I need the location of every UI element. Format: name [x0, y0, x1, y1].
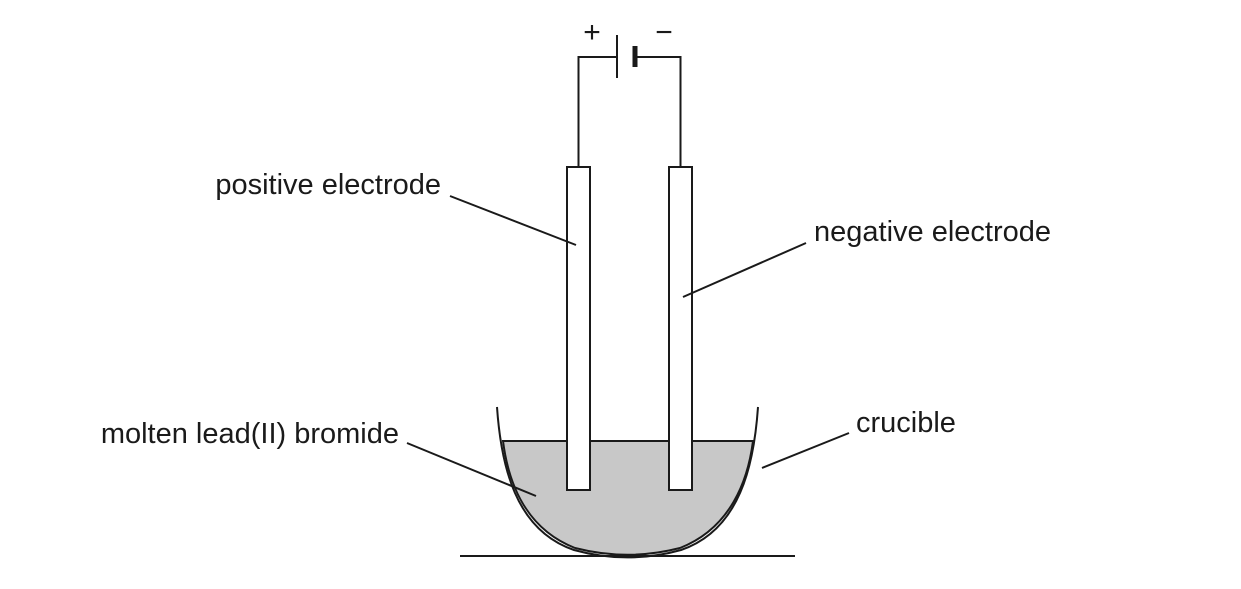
- battery-plus-sign: +: [583, 16, 601, 49]
- battery-minus-sign: −: [655, 16, 673, 49]
- label-negative-electrode: negative electrode: [814, 216, 1051, 248]
- negative-electrode: [668, 166, 693, 491]
- leader-negative-electrode: [682, 242, 807, 298]
- wire-negative: [635, 56, 682, 170]
- label-electrolyte: molten lead(II) bromide: [101, 418, 399, 450]
- positive-electrode: [566, 166, 591, 491]
- label-positive-electrode: positive electrode: [215, 169, 441, 201]
- leader-positive-electrode: [449, 195, 577, 246]
- leader-electrolyte: [406, 442, 537, 497]
- leader-crucible: [761, 432, 850, 469]
- molten-electrolyte: [501, 440, 755, 556]
- label-crucible: crucible: [856, 407, 956, 439]
- wire-positive: [577, 56, 617, 170]
